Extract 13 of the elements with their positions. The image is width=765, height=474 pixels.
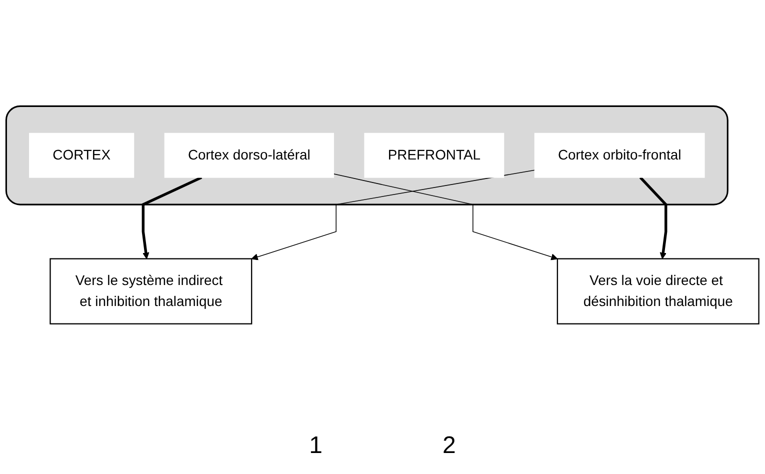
arrow — [639, 176, 668, 260]
node-box: PREFRONTAL — [364, 132, 504, 178]
pathway-number: 2 — [442, 432, 456, 460]
pathway-number: 1 — [309, 432, 322, 460]
arrow — [333, 174, 558, 260]
node-box: Cortex orbito-frontal — [534, 132, 705, 178]
cluster — [5, 105, 728, 206]
arrow — [251, 170, 536, 260]
node-box: Vers le système indirect et inhibition thalamique — [50, 258, 252, 324]
arrow — [142, 176, 202, 260]
node-box: Vers la voie directe et désinhibition thalamique — [556, 258, 760, 324]
node-box: Cortex dorso-latéral — [164, 132, 334, 178]
node-box: CORTEX — [29, 132, 134, 178]
